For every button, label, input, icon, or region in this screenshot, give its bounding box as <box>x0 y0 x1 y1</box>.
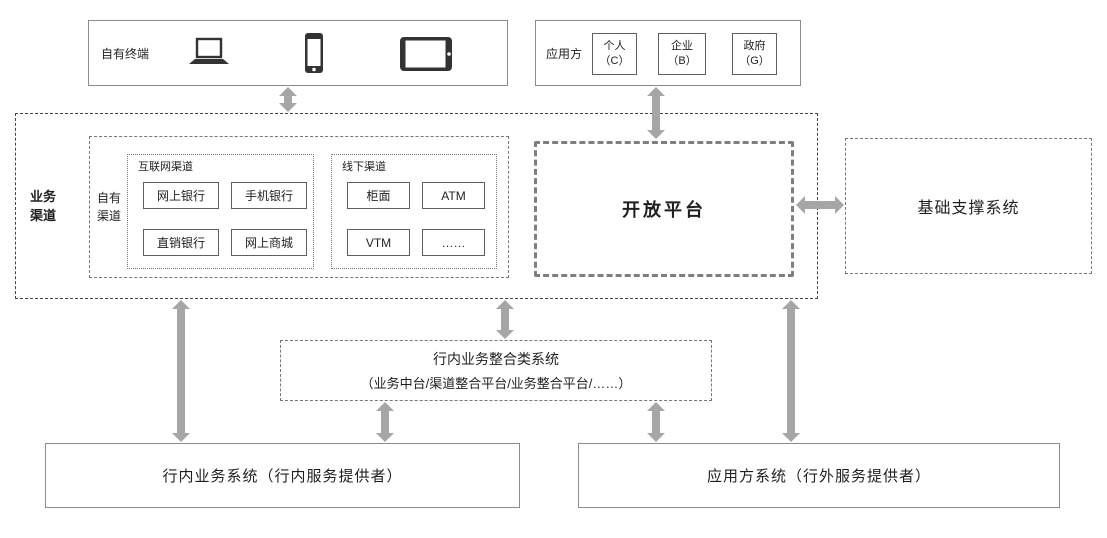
applicant-personal: 个人 （C） <box>592 33 637 75</box>
channel-item-counter: 柜面 <box>347 182 410 209</box>
channel-item-atm: ATM <box>422 182 485 209</box>
arrow-integration-to-internal-system <box>376 402 394 442</box>
own-channels-box: 自有渠道 互联网渠道 网上银行 手机银行 直销银行 网上商城 线下渠道 柜面 A… <box>89 136 509 278</box>
arrow-applicants-to-open-platform <box>647 87 665 139</box>
channel-item-online-banking: 网上银行 <box>143 182 219 209</box>
applicants-box: 应用方 个人 （C） 企业 （B） 政府 （G） <box>535 20 801 86</box>
smartphone-icon <box>303 32 325 79</box>
arrow-integration-to-external-system <box>647 402 665 442</box>
channel-item-vtm: VTM <box>347 229 410 256</box>
applicant-government-line1: 政府 <box>743 39 766 52</box>
channel-item-direct-banking: 直销银行 <box>143 229 219 256</box>
applicant-personal-line1: 个人 <box>603 39 626 52</box>
applicant-enterprise-line1: 企业 <box>671 39 693 52</box>
tablet-icon <box>399 35 453 78</box>
business-channels-frame: 业务渠道 自有渠道 互联网渠道 网上银行 手机银行 直销银行 网上商城 线下渠道… <box>15 113 818 299</box>
applicant-government-line2: （G） <box>739 55 770 67</box>
arrow-terminals-to-channels <box>279 87 297 112</box>
own-terminals-label: 自有终端 <box>101 46 150 61</box>
channel-item-mobile-banking: 手机银行 <box>231 182 307 209</box>
channel-item-more: …… <box>422 229 485 256</box>
support-system-box: 基础支撑系统 <box>845 138 1092 274</box>
internet-channels-box: 互联网渠道 网上银行 手机银行 直销银行 网上商城 <box>127 154 314 269</box>
arrow-open-platform-to-external-system <box>782 300 800 442</box>
applicant-enterprise: 企业 （B） <box>658 33 706 75</box>
integration-title: 行内业务整合类系统 <box>433 351 559 367</box>
own-terminals-box: 自有终端 <box>88 20 508 86</box>
arrow-open-platform-to-support-system <box>796 196 844 214</box>
open-platform-box: 开放平台 <box>534 141 794 277</box>
arrow-channels-to-internal-system <box>172 300 190 442</box>
laptop-icon <box>187 37 231 76</box>
internet-channels-label: 互联网渠道 <box>136 158 195 174</box>
channel-item-online-mall: 网上商城 <box>231 229 307 256</box>
applicants-label: 应用方 <box>546 46 583 61</box>
integration-systems-box: 行内业务整合类系统 （业务中台/渠道整合平台/业务整合平台/……） <box>280 340 712 401</box>
integration-subtitle: （业务中台/渠道整合平台/业务整合平台/……） <box>360 376 632 391</box>
applicant-enterprise-line2: （B） <box>667 55 697 67</box>
applicant-personal-line2: （C） <box>599 55 630 67</box>
business-channels-label: 业务渠道 <box>29 188 56 224</box>
offline-channels-label: 线下渠道 <box>340 158 388 174</box>
applicant-government: 政府 （G） <box>732 33 777 75</box>
external-applicant-system-box: 应用方系统（行外服务提供者） <box>578 443 1060 508</box>
arrow-channels-to-integration <box>496 300 514 339</box>
internal-business-system-box: 行内业务系统（行内服务提供者） <box>45 443 520 508</box>
offline-channels-box: 线下渠道 柜面 ATM VTM …… <box>331 154 497 269</box>
own-channels-label: 自有渠道 <box>96 191 121 223</box>
